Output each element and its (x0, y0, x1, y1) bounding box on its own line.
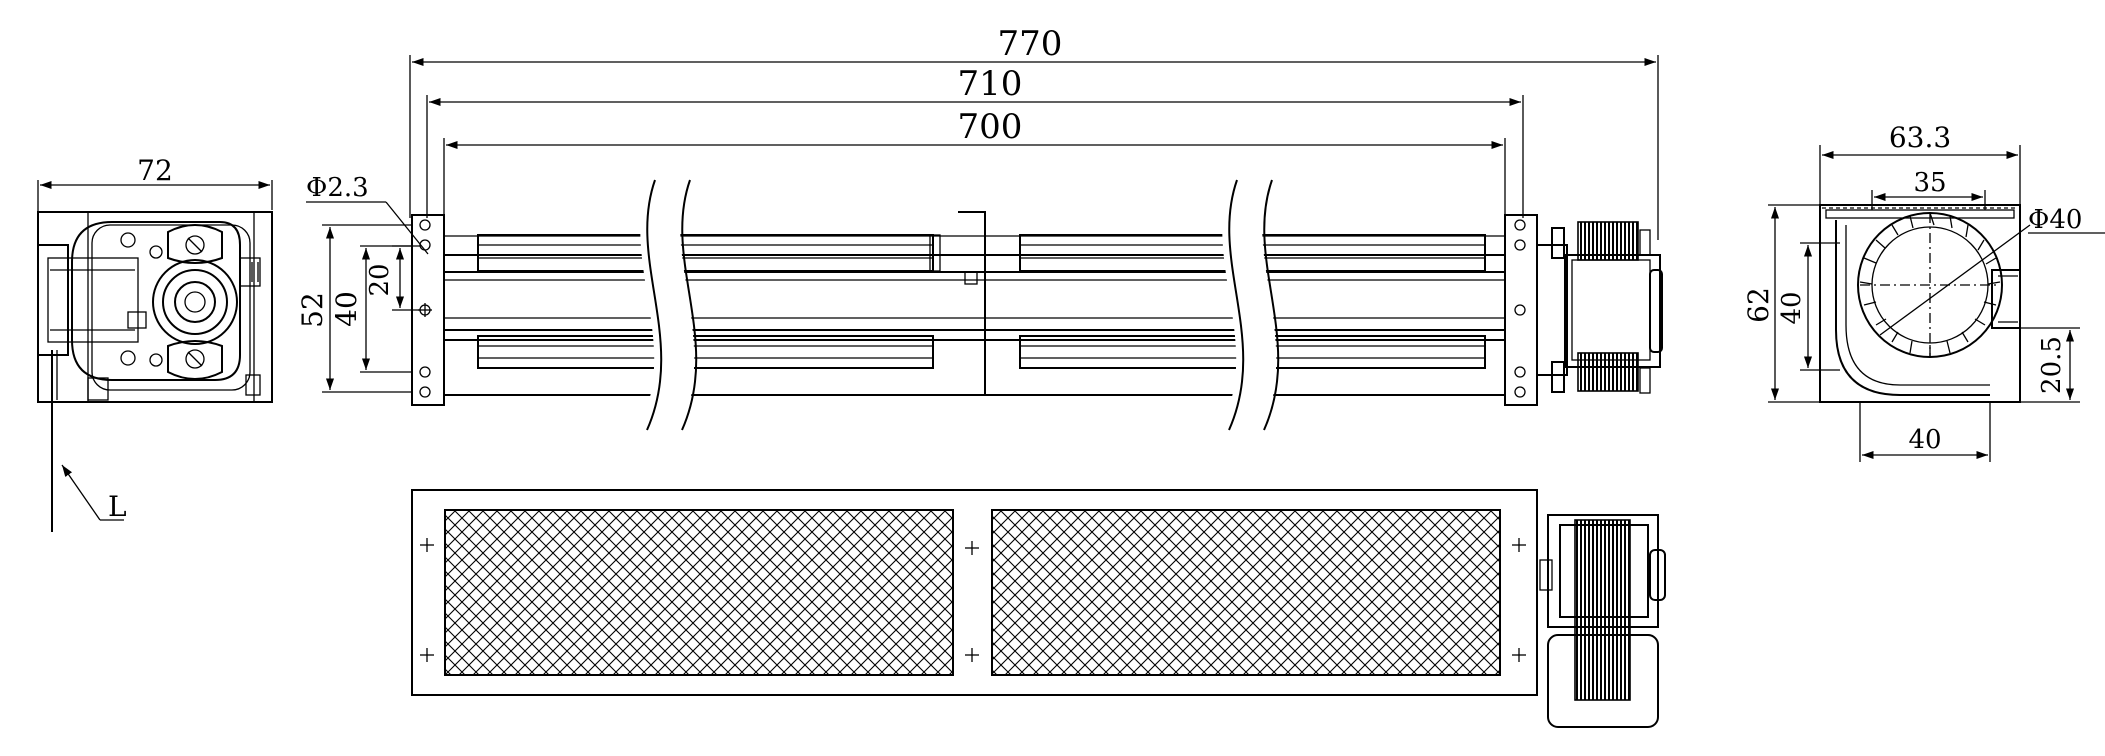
dimension-40-bottom: 40 (1859, 402, 1991, 462)
dimension-63-3: 63.3 (1819, 121, 2021, 205)
right-end-view: 63.3 35 Φ40 (1742, 121, 2105, 462)
dimension-62: 62 (1742, 204, 1820, 403)
dimension-52-label: 52 (296, 292, 329, 328)
dimension-52: 52 (296, 224, 412, 393)
main-front-view: 770 710 700 Φ2.3 52 (296, 24, 1663, 439)
dimension-35: 35 (1871, 168, 1986, 210)
dimension-40-left-label: 40 (330, 291, 363, 327)
dimension-770: 770 (409, 24, 1659, 240)
left-end-view: 72 (37, 154, 273, 532)
dimension-40-left: 40 (330, 245, 412, 373)
dimension-710-label: 710 (958, 64, 1023, 104)
dimension-40-right: 40 (1777, 242, 1840, 371)
dimension-700-label: 700 (958, 107, 1023, 147)
dimension-20: 20 (365, 245, 420, 311)
diameter-label: Φ40 (2028, 205, 2082, 235)
dimension-72-label: 72 (137, 154, 173, 187)
dimension-40-right-label: 40 (1777, 291, 1807, 324)
impeller-blades (1859, 212, 2001, 357)
dimension-20-label: 20 (365, 263, 395, 296)
dimension-20-5: 20.5 (2020, 327, 2080, 403)
dimension-35-label: 35 (1913, 168, 1946, 198)
dimension-63-3-label: 63.3 (1889, 121, 1951, 154)
dimension-710: 710 (426, 64, 1524, 218)
bottom-outlet-view (411, 489, 1666, 728)
dimension-770-label: 770 (998, 24, 1063, 64)
dimension-20-5-label: 20.5 (2037, 336, 2067, 394)
dimension-72: 72 (37, 154, 273, 225)
dimension-700: 700 (443, 107, 1506, 225)
hole-diameter-label: Φ2.3 (306, 173, 369, 203)
lead-label: L (108, 490, 127, 523)
dimension-40-bottom-label: 40 (1908, 425, 1941, 455)
dimension-62-label: 62 (1742, 287, 1775, 323)
